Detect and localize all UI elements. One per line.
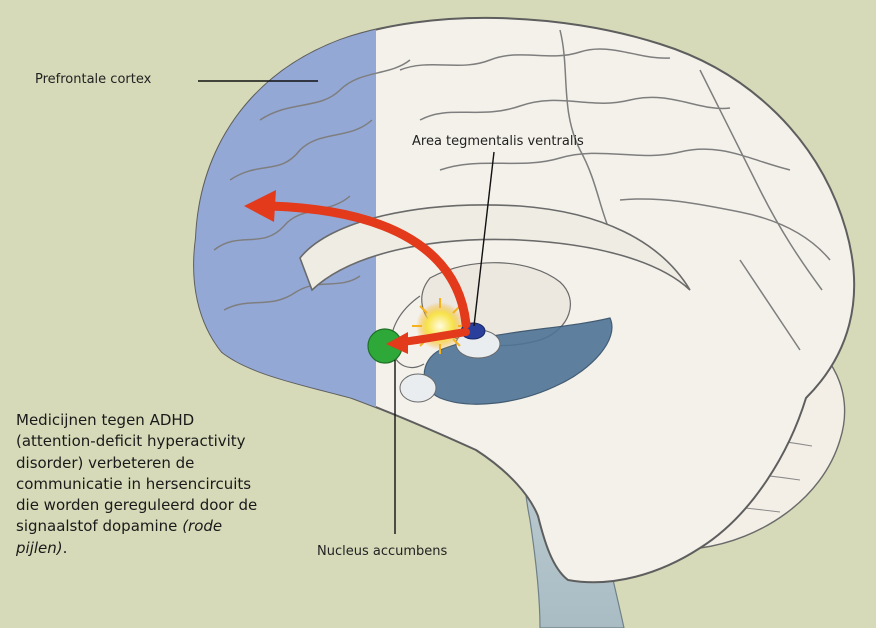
- caption: Medicijnen tegen ADHD (attention-deficit…: [16, 410, 276, 559]
- label-vta: Area tegmentalis ventralis: [412, 134, 584, 149]
- caption-end: .: [63, 539, 68, 557]
- pituitary-region: [400, 374, 436, 402]
- label-prefrontal-cortex: Prefrontale cortex: [35, 72, 151, 87]
- label-nucleus-accumbens: Nucleus accumbens: [317, 544, 447, 559]
